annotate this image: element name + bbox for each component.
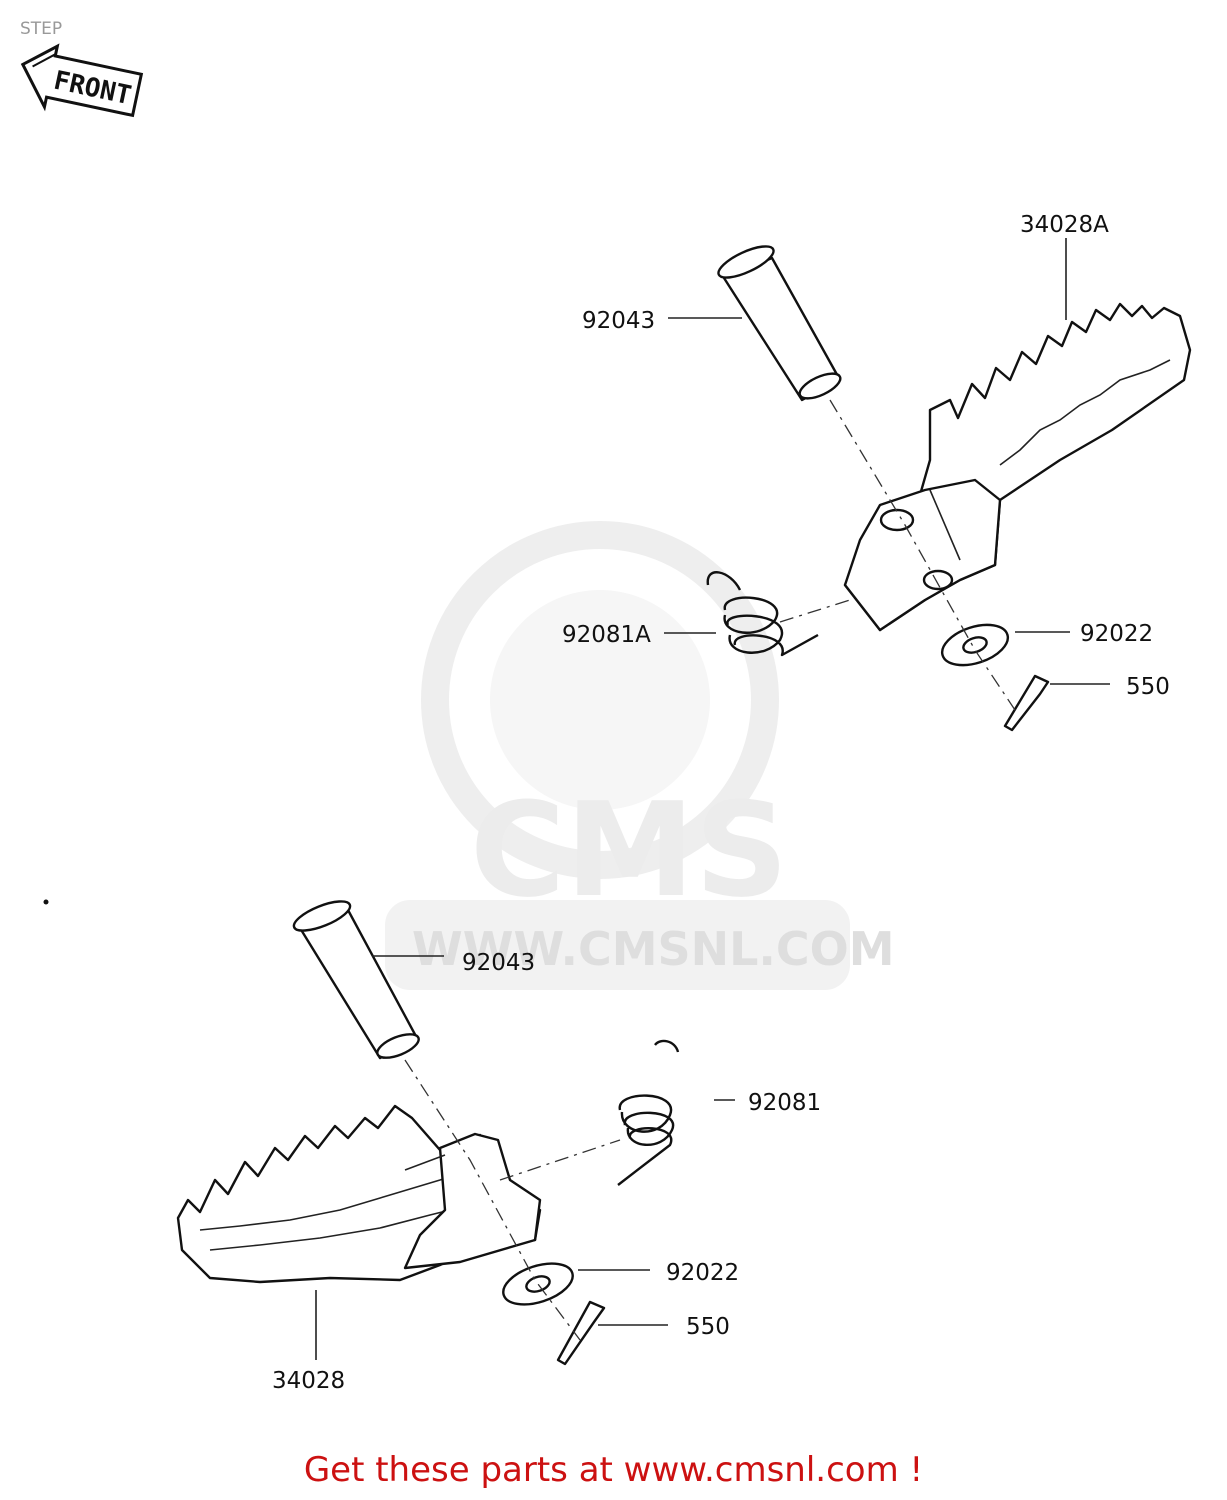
upper-washer [940, 623, 1010, 667]
upper-axis-line [829, 399, 1016, 711]
upper-cotter-pin [1003, 674, 1050, 732]
upper-foot-step [843, 302, 1192, 632]
callout-upper-step: 34028A [1020, 212, 1109, 238]
callout-upper-cotter: 550 [1126, 674, 1170, 700]
callout-lower-step: 34028 [272, 1368, 345, 1394]
callout-lower-cotter: 550 [686, 1314, 730, 1340]
callout-upper-washer: 92022 [1080, 621, 1153, 647]
watermark-url-bar [385, 900, 850, 990]
cms-watermark: CMS WWW.CMSNL.COM [385, 521, 895, 990]
lower-pivot-pin [292, 900, 420, 1060]
scan-dot [43, 899, 49, 905]
upper-spring-axis-line [779, 599, 851, 623]
watermark-url: WWW.CMSNL.COM [412, 922, 895, 976]
callout-upper-spring: 92081A [562, 622, 651, 648]
front-arrow-icon: FRONT [20, 43, 144, 118]
upper-pivot-pin [717, 245, 842, 402]
callout-lower-pin: 92043 [462, 950, 535, 976]
callout-lower-washer: 92022 [666, 1260, 739, 1286]
lower-foot-step [176, 1104, 542, 1284]
diagram-title: STEP [20, 19, 62, 39]
lower-axis-line [404, 1059, 581, 1341]
watermark-brand: CMS [470, 774, 788, 926]
lower-washer [502, 1262, 574, 1306]
callout-upper-pin: 92043 [582, 308, 655, 334]
lower-cotter-pin [556, 1300, 606, 1366]
lower-return-spring [617, 1039, 680, 1186]
footer-promo-text[interactable]: Get these parts at www.cmsnl.com ! [303, 1450, 924, 1490]
lower-spring-axis-line [499, 1139, 621, 1181]
upper-return-spring [706, 571, 819, 657]
callout-lower-spring: 92081 [748, 1090, 821, 1116]
